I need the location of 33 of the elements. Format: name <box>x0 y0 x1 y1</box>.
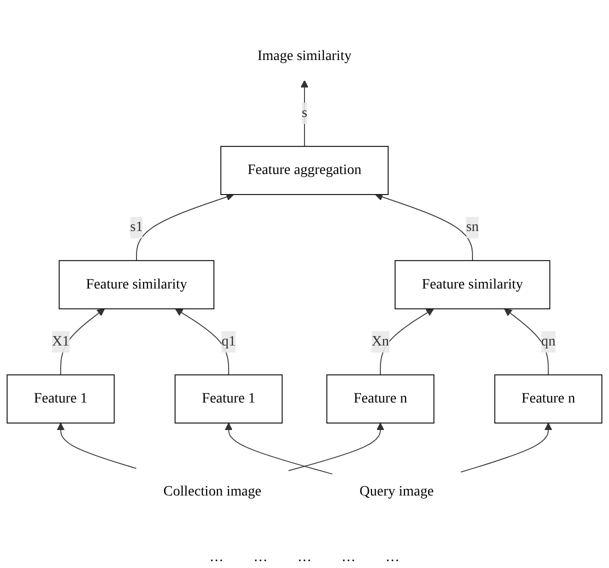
arrow <box>56 422 138 470</box>
arrow <box>60 308 105 376</box>
edge-label: Xn <box>372 334 390 349</box>
arrow <box>375 193 473 262</box>
arrow <box>460 422 552 473</box>
arrow <box>504 308 549 376</box>
node-box: Feature similarity <box>58 260 214 310</box>
arrow <box>380 308 434 376</box>
node-box: Feature n <box>326 374 434 424</box>
node-box: Feature 1 <box>174 374 283 424</box>
edge-label: X1 <box>52 334 70 349</box>
edge-label: q1 <box>222 334 236 349</box>
edge-label: s1 <box>130 220 143 235</box>
edge-label: qn <box>541 334 556 349</box>
ellipsis-label: … <box>342 550 356 566</box>
node-text: Query image <box>360 484 434 499</box>
arrow <box>300 80 308 147</box>
ellipsis-label: … <box>254 550 268 566</box>
node-box: Feature 1 <box>6 374 115 424</box>
node-box: Feature similarity <box>394 260 550 310</box>
node-box: Feature aggregation <box>220 146 389 196</box>
node-text: Image similarity <box>258 48 352 64</box>
ellipsis-label: … <box>298 550 312 566</box>
node-text: Collection image <box>163 484 262 499</box>
edge-label: s <box>302 105 308 120</box>
ellipsis-label: … <box>210 550 224 566</box>
arrow <box>175 308 230 376</box>
edge-label: sn <box>466 220 479 235</box>
node-box: Feature n <box>494 374 602 424</box>
ellipsis-label: … <box>386 550 400 566</box>
arrow <box>224 422 334 475</box>
arrow <box>136 193 234 262</box>
arrow <box>288 422 384 472</box>
